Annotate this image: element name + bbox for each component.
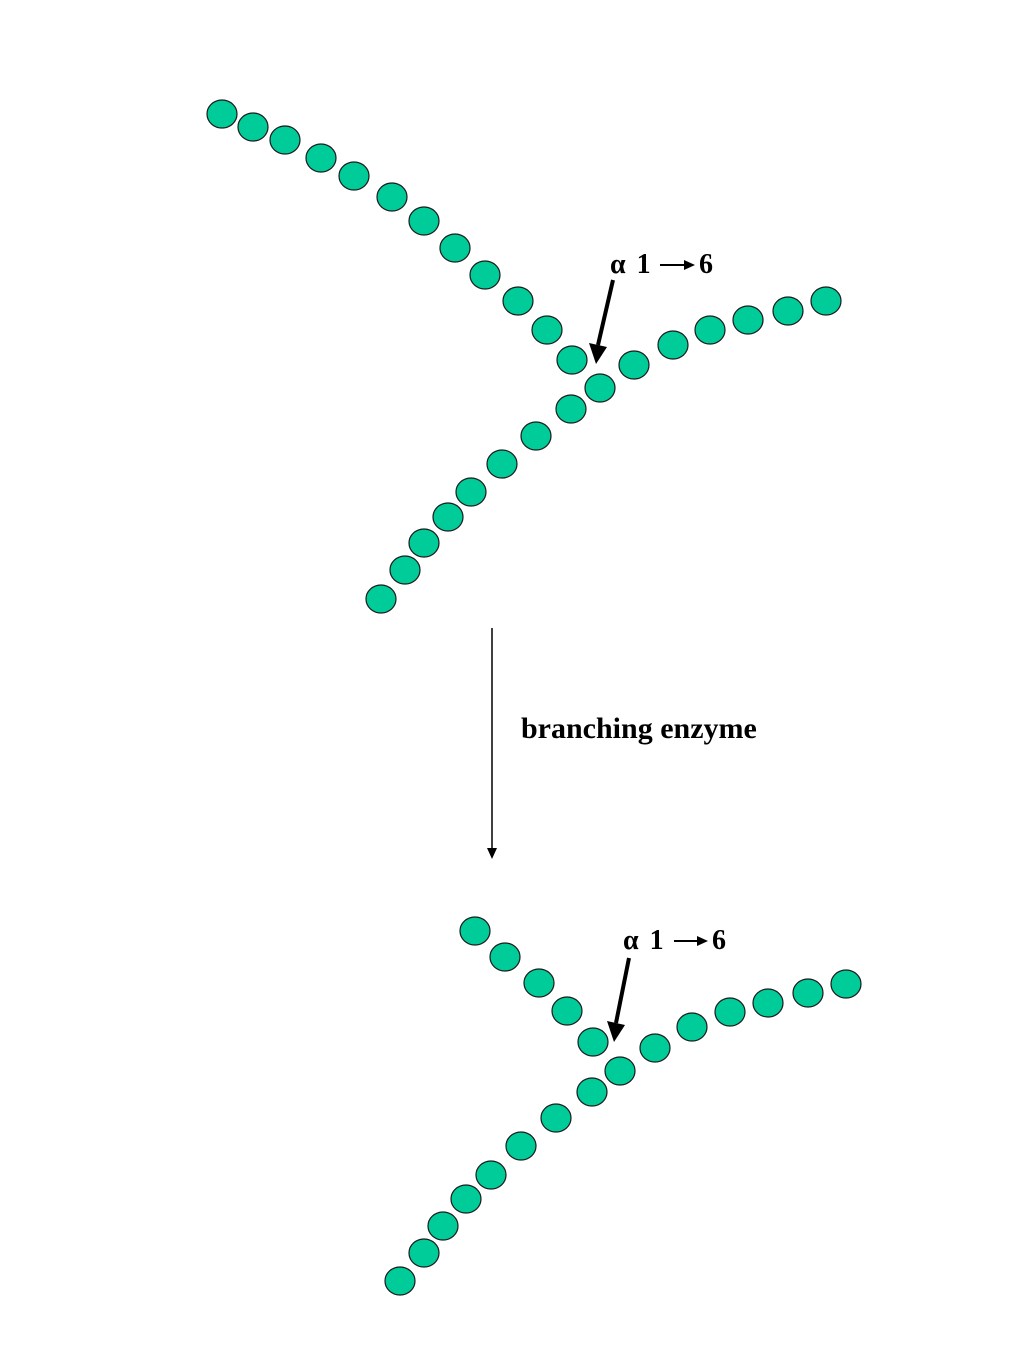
glucose-residue <box>408 206 440 236</box>
top-linkage-label: α 1 <box>610 249 651 280</box>
bottom-linkage-alpha: α <box>623 925 639 956</box>
glucose-residue <box>639 1033 671 1063</box>
glucose-residue <box>502 286 534 316</box>
glucose-residue <box>676 1012 708 1042</box>
glucose-residue <box>408 1238 440 1268</box>
bottom-lower-chain <box>384 1056 636 1296</box>
glucose-residue <box>657 330 689 360</box>
glucose-residue <box>618 350 650 380</box>
glucose-residue <box>810 286 842 316</box>
glucose-residue <box>469 260 501 290</box>
glucose-residue <box>540 1103 572 1133</box>
glucose-residue <box>752 988 784 1018</box>
top-structure: α 1 6 <box>206 99 842 614</box>
glucose-residue <box>489 942 521 972</box>
glucose-residue <box>305 143 337 173</box>
glucose-residue <box>365 584 397 614</box>
glucose-residue <box>439 233 471 263</box>
glucose-residue <box>520 421 552 451</box>
glucose-residue <box>694 315 726 345</box>
glucose-residue <box>450 1184 482 1214</box>
glucose-residue <box>459 916 491 946</box>
glucose-residue <box>576 1077 608 1107</box>
bottom-upper-chain <box>459 916 609 1057</box>
top-linkage-pointer-arrow <box>596 279 615 346</box>
bottom-linkage-pointer-arrowhead <box>607 1021 625 1042</box>
glucose-residue <box>408 528 440 558</box>
glucose-residue <box>732 305 764 335</box>
glucose-residue <box>475 1160 507 1190</box>
glucose-residue <box>577 1027 609 1057</box>
reaction-arrowhead <box>487 848 497 859</box>
bottom-linkage-from: 1 <box>650 925 664 956</box>
glucose-residue <box>486 449 518 479</box>
glucose-residue <box>772 296 804 326</box>
glucose-residue <box>523 968 555 998</box>
glucose-residue <box>555 394 587 424</box>
top-linkage-to: 6 <box>699 249 713 280</box>
glucose-residue <box>531 315 563 345</box>
glucose-residue <box>830 969 862 999</box>
enzyme-label: branching enzyme <box>521 712 757 745</box>
glucose-residue <box>384 1266 416 1296</box>
glucose-residue <box>604 1056 636 1086</box>
bottom-linkage-label: α 1 <box>623 925 664 956</box>
glucose-residue <box>714 997 746 1027</box>
glucose-residue <box>556 345 588 375</box>
top-linkage-arrow-icon <box>660 260 695 270</box>
glucose-residue <box>237 112 269 142</box>
glucose-residue <box>389 555 421 585</box>
top-right-chain <box>618 286 842 380</box>
glucose-residue <box>338 161 370 191</box>
bottom-linkage-to: 6 <box>712 925 726 956</box>
glucose-residue <box>455 477 487 507</box>
top-linkage-pointer-arrowhead <box>589 343 607 364</box>
glucose-residue <box>584 373 616 403</box>
bottom-structure: α 1 6 <box>384 916 862 1296</box>
bottom-right-chain <box>639 969 862 1063</box>
glucose-residue <box>269 125 301 155</box>
top-linkage-from: 1 <box>637 249 651 280</box>
glucose-residue <box>206 99 238 129</box>
glucose-residue <box>505 1131 537 1161</box>
top-lower-chain <box>365 373 616 614</box>
reaction-arrow <box>487 628 497 859</box>
glucose-residue <box>432 502 464 532</box>
glucose-residue <box>551 996 583 1026</box>
glucose-residue <box>427 1211 459 1241</box>
bottom-linkage-arrow-icon <box>674 936 708 946</box>
glucose-residue <box>792 978 824 1008</box>
bottom-linkage-pointer-arrow <box>614 957 631 1024</box>
glucose-residue <box>376 182 408 212</box>
top-linkage-alpha: α <box>610 249 626 280</box>
top-upper-chain <box>206 99 588 375</box>
